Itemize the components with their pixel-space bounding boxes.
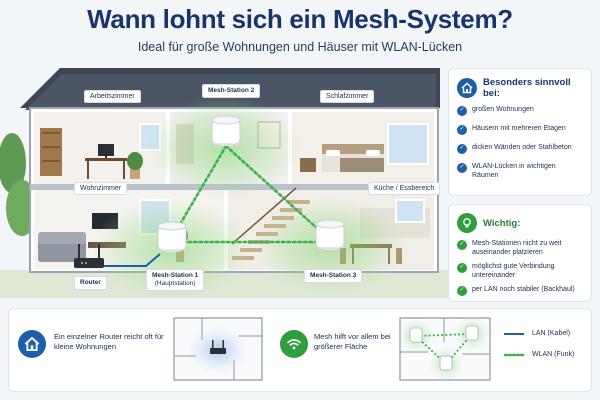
list-item: ✓ per LAN noch stabiler (Backhaul) (457, 285, 583, 297)
house-icon (18, 330, 46, 358)
list-item-text: Mesh-Stationen nicht zu weit auseinander… (472, 240, 562, 257)
desk (85, 144, 127, 179)
station-1-sub: (Hauptstation) (154, 280, 196, 288)
bookshelf (40, 128, 62, 176)
house-icon (457, 78, 477, 98)
room-label-wohnzimmer: Wohnzimmer (74, 182, 128, 195)
station-3-name: Mesh-Station 3 (310, 272, 357, 279)
check-icon: ✓ (457, 286, 467, 297)
station-1-name: Mesh-Station 1 (152, 272, 199, 279)
legend-lan: LAN (Kabel) (504, 330, 588, 337)
router-info-text: Ein einzelner Router reicht oft für klei… (54, 332, 164, 352)
station-label-2: Mesh-Station 2 (202, 84, 261, 99)
station-label-3: Mesh-Station 3 (304, 269, 363, 284)
panel-wichtig-title: Wichtig: (483, 217, 521, 229)
list-item: ✓ Häusern mit mehreren Etagen (457, 124, 583, 135)
room-label-arbeitszimmer: Arbeitszimmer (84, 90, 141, 103)
router-icon (74, 244, 104, 268)
mesh-info-text: Mesh hilft vor allem bei größerer Fläche (314, 332, 391, 352)
sinnvoll-list: ✓ großen Wohnungen ✓ Häusern mit mehreren … (449, 103, 591, 180)
nightstand (300, 158, 316, 172)
panel-sinnvoll-title: Besonders sinnvoll bei: (483, 77, 571, 99)
mesh-station-1-icon (157, 221, 187, 252)
list-item: ✓ Mesh-Stationen nicht zu weit auseinande… (457, 239, 583, 257)
wifi-icon (280, 330, 308, 358)
mesh-node-icon (439, 355, 453, 371)
list-item-text: großen Wohnungen (472, 106, 534, 113)
lan-line-icon (504, 332, 524, 335)
list-item: ✓ dicken Wänden oder Stahlbeton (457, 143, 583, 154)
panel-sinnvoll-header: Besonders sinnvoll bei: (449, 69, 591, 103)
mesh-node-icon (409, 327, 423, 343)
panel-wichtig-header: Wichtig: (449, 205, 591, 237)
check-icon: ✓ (457, 144, 467, 154)
mesh-station-3-icon (315, 219, 345, 250)
list-item-text: per LAN noch stabiler (Backhaul) (472, 286, 575, 294)
window-kitchen (395, 199, 425, 223)
page-subtitle: Ideal für große Wohnungen und Häuser mit… (137, 40, 463, 54)
list-item-text: möglichst gute Verbindung untereinander (472, 263, 555, 280)
lan-cable (92, 253, 161, 267)
legend: LAN (Kabel) WLAN (Funk) (504, 330, 588, 358)
list-item-text: dicken Wänden oder Stahlbeton (472, 144, 572, 151)
check-icon: ✓ (457, 125, 467, 135)
wlan-line-icon (504, 353, 524, 356)
room-label-kueche: Küche / Essbereich (368, 182, 441, 195)
list-item: ✓ großen Wohnungen (457, 105, 583, 116)
check-icon: ✓ (457, 263, 467, 274)
router-name: Router (80, 279, 101, 286)
sofa (38, 232, 86, 262)
room-label-schlafzimmer: Schlafzimmer (320, 90, 375, 103)
plant-pot (130, 168, 140, 179)
single-router-floorplan (173, 317, 263, 381)
check-icon: ✓ (457, 240, 467, 250)
wichtig-list: ✓ Mesh-Stationen nicht zu weit auseinande… (449, 237, 591, 297)
lightbulb-icon (457, 213, 477, 233)
mesh-node-icon (465, 325, 479, 341)
window-bedroom (387, 123, 429, 165)
station-label-1: Mesh-Station 1 (Hauptstation) (146, 269, 205, 292)
legend-wlan-label: WLAN (Funk) (532, 351, 575, 358)
panel-wichtig: Wichtig: ✓ Mesh-Stationen nicht zu weit a… (448, 204, 592, 302)
station-2-name: Mesh-Station 2 (208, 87, 255, 94)
legend-lan-label: LAN (Kabel) (532, 330, 571, 337)
list-item-text: Häusern mit mehreren Etagen (472, 125, 566, 132)
mesh-station-2-icon (211, 115, 241, 146)
router-icon (210, 348, 226, 354)
check-icon: ✓ (457, 163, 467, 173)
page-title: Wann lohnt sich ein Mesh-System? (87, 4, 513, 34)
legend-wlan: WLAN (Funk) (504, 351, 588, 358)
list-item: ✓ möglichst gute Verbindung untereinander (457, 262, 583, 280)
mesh-floorplan (398, 316, 491, 382)
list-item-text: WLAN-Lücken in wichtigen Räumen (472, 163, 556, 180)
panel-sinnvoll: Besonders sinnvoll bei: ✓ großen Wohnunge… (448, 68, 592, 196)
router-label: Router (74, 276, 107, 291)
list-item: ✓ WLAN-Lücken in wichtigen Räumen (457, 162, 583, 180)
bed (322, 144, 384, 172)
check-icon: ✓ (457, 106, 467, 116)
